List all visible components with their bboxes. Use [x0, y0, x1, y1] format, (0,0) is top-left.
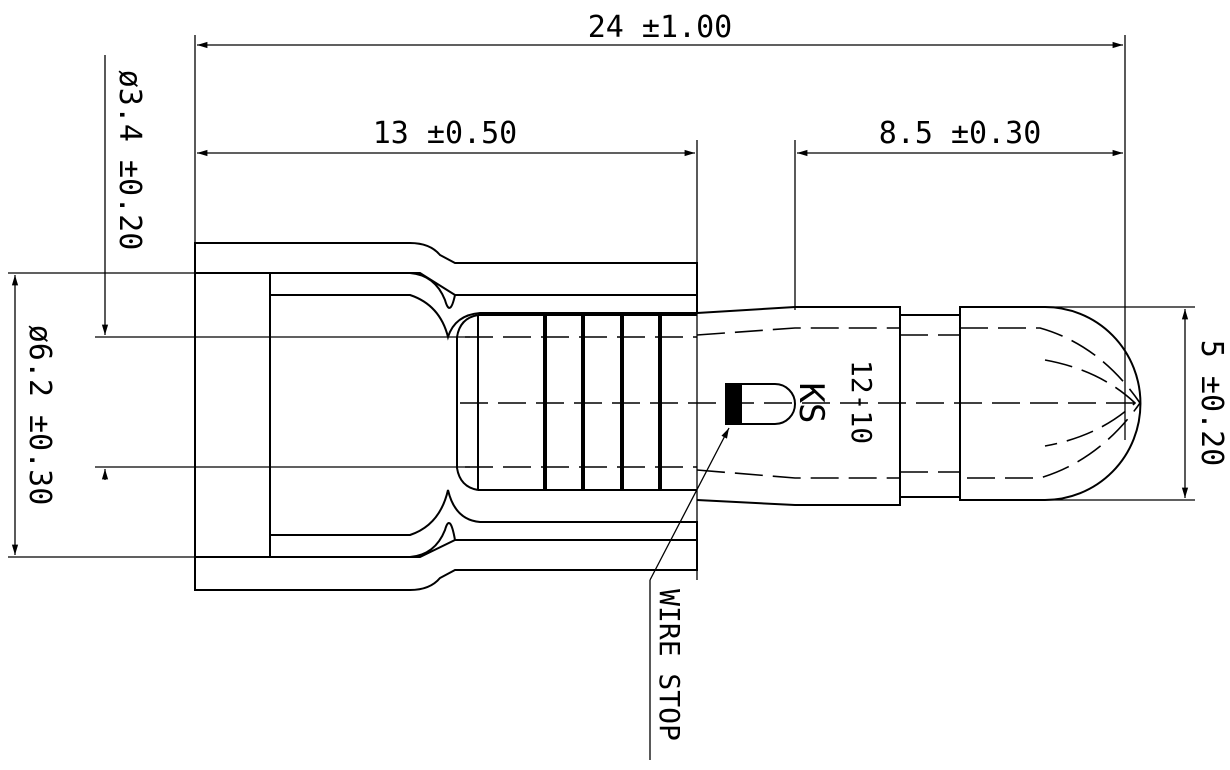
wire-stop-label: WIRE STOP — [653, 589, 686, 741]
dimension-pin-diameter: 5 ±0.20 — [1045, 306, 1229, 501]
pin-diameter-label: 5 ±0.20 — [1194, 340, 1229, 466]
bullet-pin — [696, 306, 1142, 506]
dimension-inner-diameter: ø3.4 ±0.20 — [95, 55, 470, 480]
maker-marking: KS — [791, 383, 831, 424]
dimension-overall-length: 24 ±1.00 — [194, 10, 1126, 440]
pin-length-label: 8.5 ±0.30 — [879, 116, 1042, 151]
overall-length-label: 24 ±1.00 — [588, 10, 733, 45]
dimension-pin-length: 8.5 ±0.30 — [794, 116, 1123, 310]
wire-size-marking: 12-10 — [845, 360, 878, 444]
dimension-outer-diameter: ø6.2 ±0.30 — [8, 272, 195, 558]
inner-diameter-label: ø3.4 ±0.20 — [112, 70, 147, 251]
crimp-barrel — [456, 314, 1140, 491]
dimension-insulation-length: 13 ±0.50 — [196, 116, 698, 580]
wire-stop: WIRE STOP — [649, 383, 796, 760]
insulation-length-label: 13 ±0.50 — [373, 116, 518, 151]
outer-diameter-label: ø6.2 ±0.30 — [22, 325, 57, 506]
